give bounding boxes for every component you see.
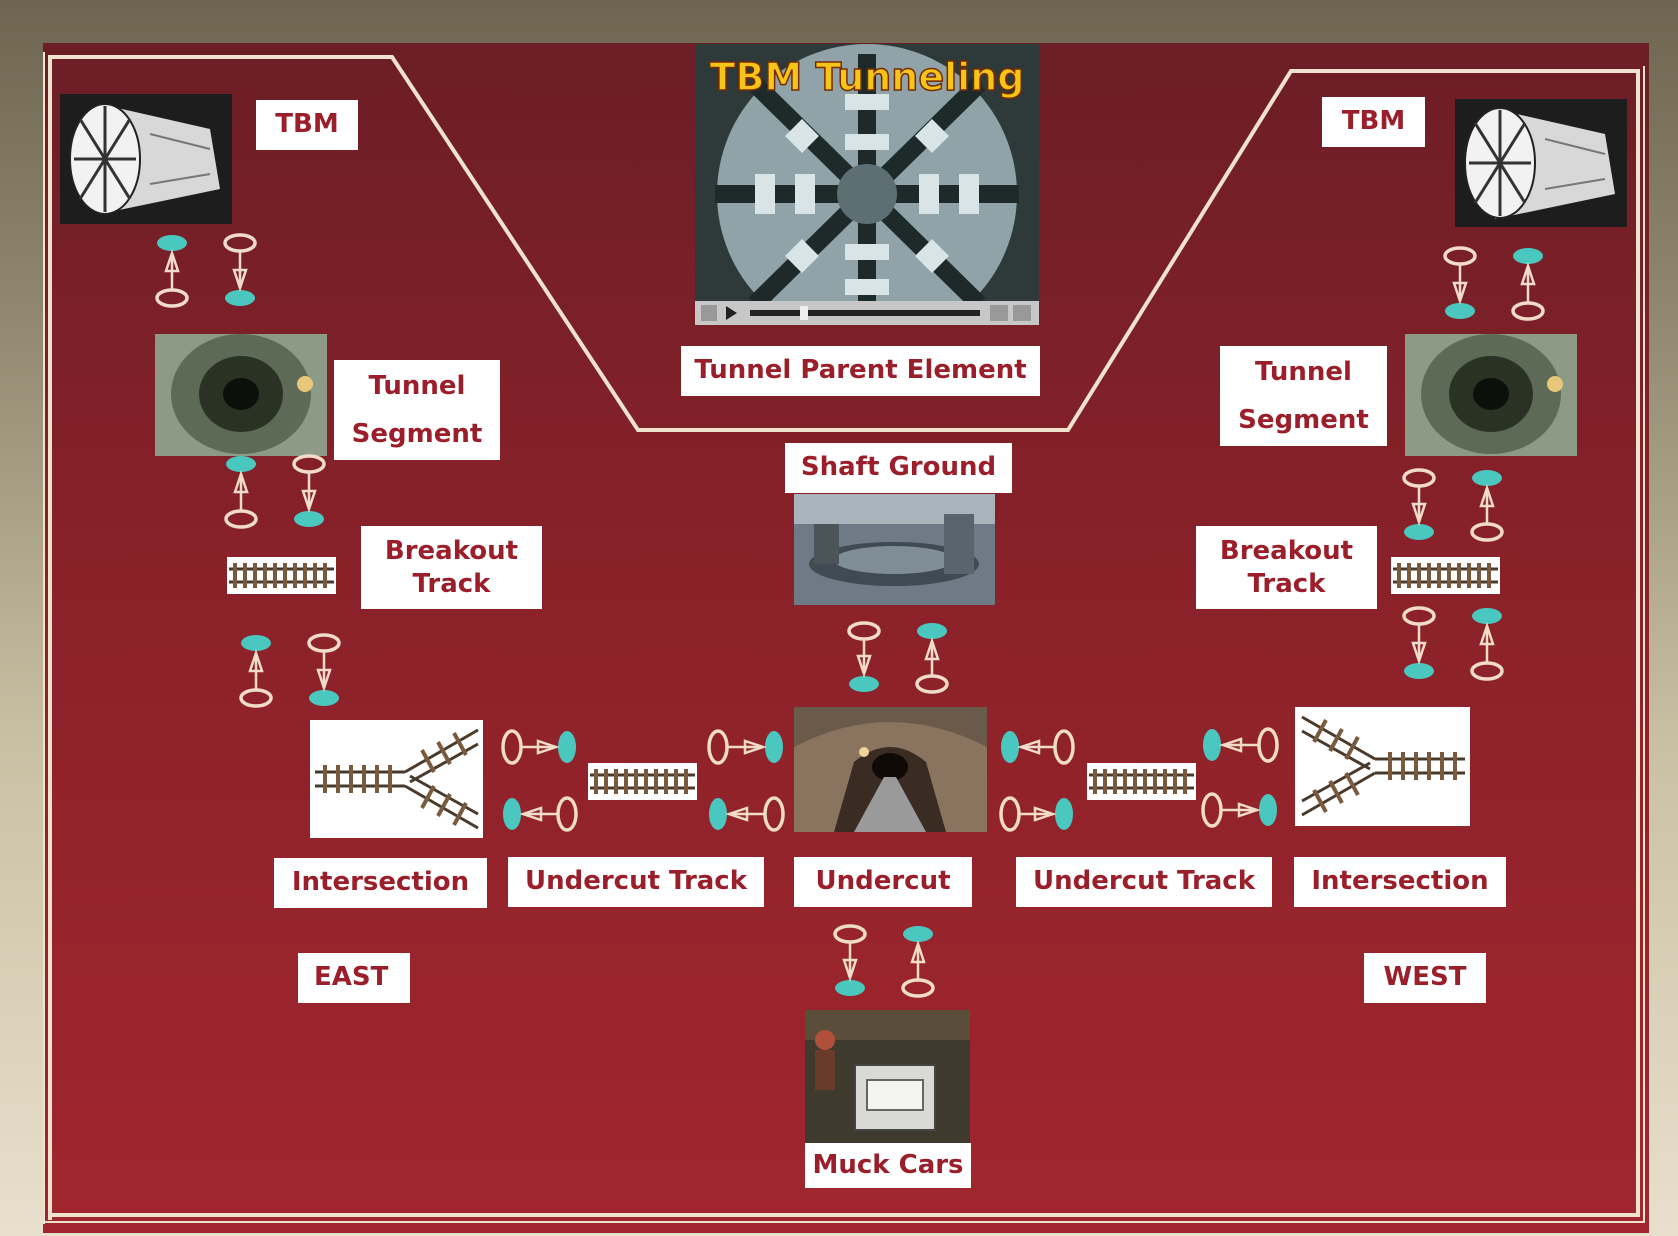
straight-track-icon [1089, 769, 1194, 794]
undercut-text: Undercut [815, 866, 951, 897]
tunnel-segment-right-line1: Tunnel [1255, 356, 1352, 387]
tunnel-parent-label-text: Tunnel Parent Element [694, 355, 1027, 386]
east-label: EAST [298, 953, 410, 1003]
undercut-track-right-text: Undercut Track [1032, 866, 1256, 897]
breakout-left-line2: Track [412, 568, 491, 599]
undercut-track-label-left: Undercut Track [508, 857, 764, 907]
tbm-label-right-text: TBM [1341, 106, 1406, 137]
intersection-image-right [1295, 707, 1470, 826]
muck-cars-text: Muck Cars [812, 1149, 964, 1180]
undercut-track-left-text: Undercut Track [524, 866, 748, 897]
tunnel-photo-right [1405, 334, 1577, 456]
undercut-label: Undercut [794, 857, 972, 907]
tbm-label-left: TBM [256, 100, 358, 150]
east-text: EAST [314, 962, 389, 993]
intersection-right-text: Intersection [1311, 866, 1489, 897]
straight-track-icon [1393, 563, 1498, 588]
intersection-label-right: Intersection [1294, 857, 1506, 907]
track-image-breakout-left [227, 557, 336, 594]
intersection-label-left: Intersection [274, 858, 487, 908]
tunnel-parent-label: Tunnel Parent Element [681, 346, 1040, 396]
shaft-ground-label: Shaft Ground [785, 443, 1012, 493]
junction-track-icon [1301, 715, 1465, 817]
straight-track-icon [590, 769, 695, 794]
intersection-image-left [310, 720, 483, 838]
tbm-label-right: TBM [1322, 97, 1425, 147]
video-title: TBM Tunneling [710, 55, 1025, 99]
tunnel-photo-left [155, 334, 327, 456]
west-label: WEST [1364, 953, 1486, 1003]
shaft-ground-label-text: Shaft Ground [800, 452, 997, 483]
breakout-right-line2: Track [1247, 568, 1326, 599]
intersection-left-text: Intersection [291, 867, 470, 898]
junction-track-icon [315, 728, 479, 830]
track-image-undercut-left [588, 763, 697, 800]
tunnel-segment-left-line2: Segment [351, 419, 483, 449]
straight-track-icon [229, 563, 334, 588]
track-image-undercut-right [1087, 763, 1196, 800]
breakout-right-line1: Breakout [1219, 536, 1354, 566]
tunnel-segment-right-line2: Segment [1238, 405, 1369, 435]
breakout-left-line1: Breakout [384, 536, 519, 566]
tbm-photo-left [60, 94, 232, 224]
track-image-breakout-right [1391, 557, 1500, 594]
west-text: WEST [1383, 962, 1467, 993]
muck-cars-label: Muck Cars [805, 1143, 971, 1188]
muck-cars-photo [805, 1010, 970, 1143]
shaft-ground-photo [794, 494, 995, 605]
tbm-label-left-text: TBM [275, 109, 339, 140]
undercut-photo [794, 707, 987, 832]
tunnel-segment-left-line1: Tunnel [368, 370, 466, 401]
tbm-photo-right [1455, 99, 1627, 227]
video-title-art: TBM Tunneling [709, 54, 1025, 100]
undercut-track-label-right: Undercut Track [1016, 857, 1272, 907]
